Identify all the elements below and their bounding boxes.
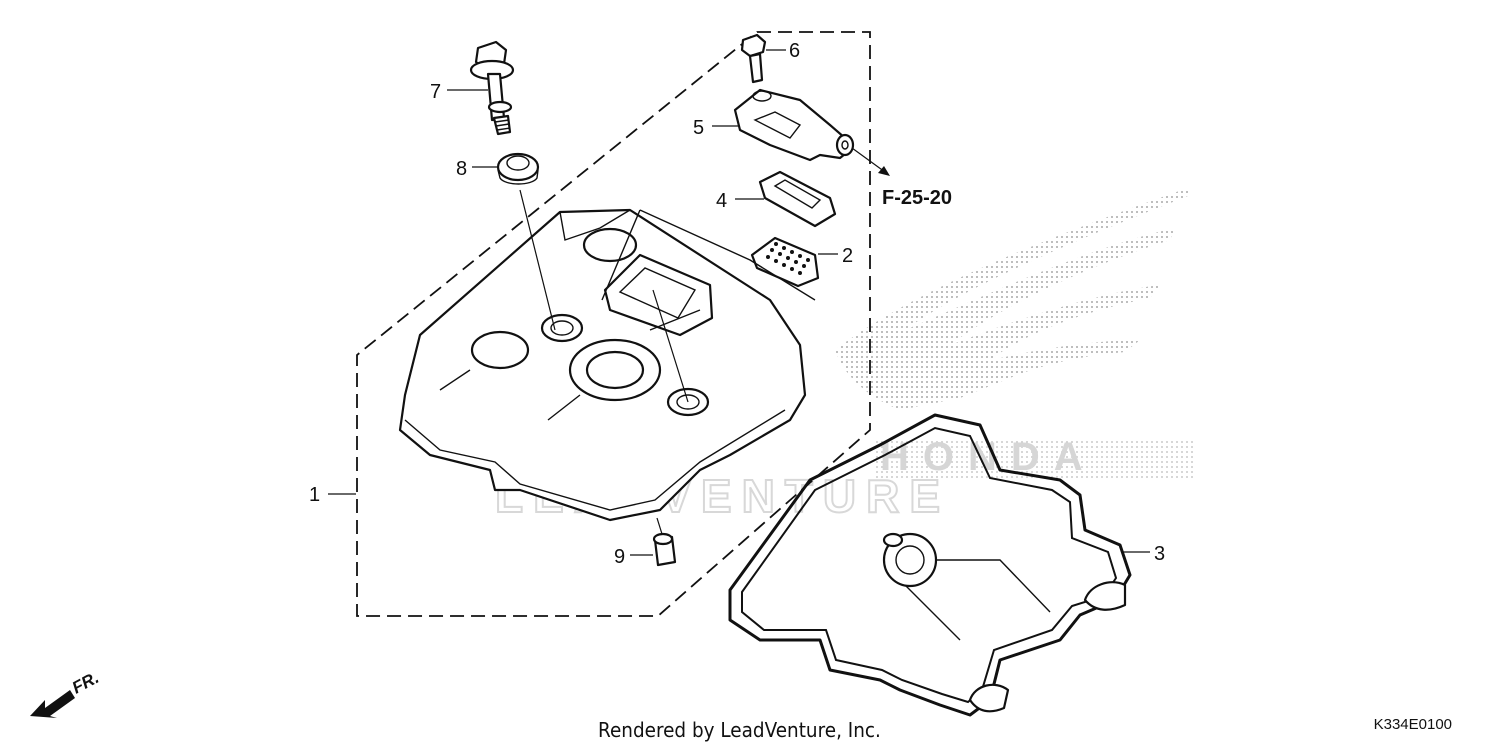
breather-cover (733, 88, 855, 162)
assembly-outline (356, 31, 871, 617)
callout-9: 9 (614, 546, 625, 568)
callout-7: 7 (430, 81, 441, 103)
callout-2: 2 (842, 245, 853, 267)
front-direction-indicator: FR. (30, 668, 102, 718)
callout-leaders (328, 49, 1150, 556)
rendered-by-credit: Rendered by LeadVenture, Inc. (598, 718, 881, 742)
pin-alignment-line (656, 517, 663, 535)
head-cover-gasket (728, 413, 1132, 717)
reference-arrow (851, 147, 890, 176)
callout-4: 4 (716, 190, 727, 212)
head-cover-bolt (469, 40, 515, 136)
breather-bolt (740, 33, 767, 84)
bolt-alignment-line (519, 189, 556, 331)
breather-separator (750, 236, 820, 288)
diagram-code: K334E0100 (1373, 716, 1452, 733)
bolt-alignment-line-2 (652, 289, 689, 403)
callout-8: 8 (456, 158, 467, 180)
dowel-pin (652, 532, 677, 567)
callout-5: 5 (693, 117, 704, 139)
reference-label: F-25-20 (882, 187, 952, 209)
honda-wing-watermark: HONDA (835, 188, 1195, 479)
seal-washer (496, 152, 540, 185)
callout-6: 6 (789, 40, 800, 62)
breather-gasket (758, 170, 837, 228)
front-arrow-label: FR. (69, 668, 102, 698)
callout-1: 1 (309, 484, 320, 506)
separator-placement-outline (601, 209, 816, 301)
cylinder-head-cover (398, 208, 807, 522)
honda-wordmark: HONDA (880, 435, 1097, 479)
callout-3: 3 (1154, 543, 1165, 565)
